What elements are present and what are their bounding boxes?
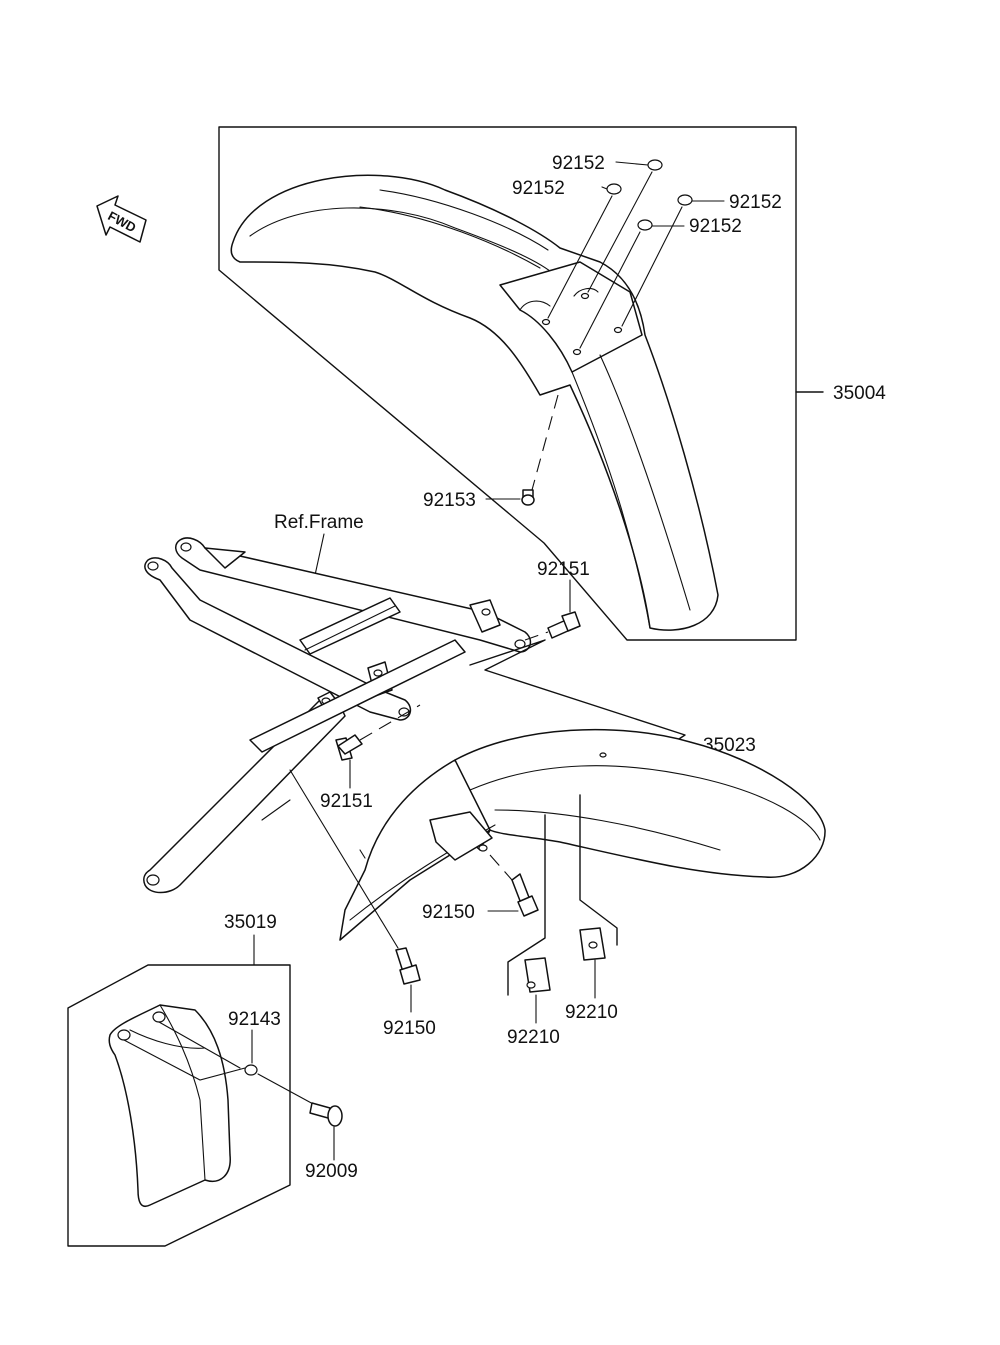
nut-clips <box>507 794 618 1024</box>
mud-flap <box>108 1004 246 1207</box>
frame-bolt-left <box>335 704 421 789</box>
callout-flap-washer: 92143 <box>228 1009 281 1030</box>
front-bolt <box>485 394 559 506</box>
callout-flap-screw: 92009 <box>305 1161 358 1182</box>
callout-front-washer-3: 92152 <box>729 192 782 213</box>
front-washers <box>547 159 725 349</box>
callout-fender-bolt-1: 92150 <box>422 902 475 923</box>
fwd-arrow-icon: FWD <box>96 195 147 243</box>
callout-frame-bolt-right: 92151 <box>537 559 590 580</box>
rear-fender <box>339 728 826 941</box>
callout-front-washer-2: 92152 <box>512 178 565 199</box>
fender-bolt-1 <box>487 854 539 917</box>
rear-subframe <box>143 537 532 894</box>
callout-frame-bolt-left: 92151 <box>320 791 373 812</box>
callout-fender-bolt-2: 92150 <box>383 1018 436 1039</box>
front-fender <box>230 174 719 631</box>
fender-bolt-2 <box>289 769 421 1013</box>
flap-screw <box>309 1102 343 1161</box>
callout-nut-clip-2: 92210 <box>565 1002 618 1023</box>
flap-washer <box>244 1029 316 1106</box>
front-fender-assy-box <box>218 126 797 641</box>
callout-mud-flap-assy: 35019 <box>224 912 277 933</box>
callout-front-bolt: 92153 <box>423 490 476 511</box>
callout-front-washer-1: 92152 <box>552 153 605 174</box>
mud-flap-assy-box <box>67 964 291 1247</box>
callout-frame-reference: Ref.Frame <box>274 512 364 533</box>
callout-front-washer-4: 92152 <box>689 216 742 237</box>
callout-front-fender-assy: 35004 <box>833 383 886 404</box>
callout-nut-clip-1: 92210 <box>507 1027 560 1048</box>
frame-bolt-right <box>524 579 581 641</box>
